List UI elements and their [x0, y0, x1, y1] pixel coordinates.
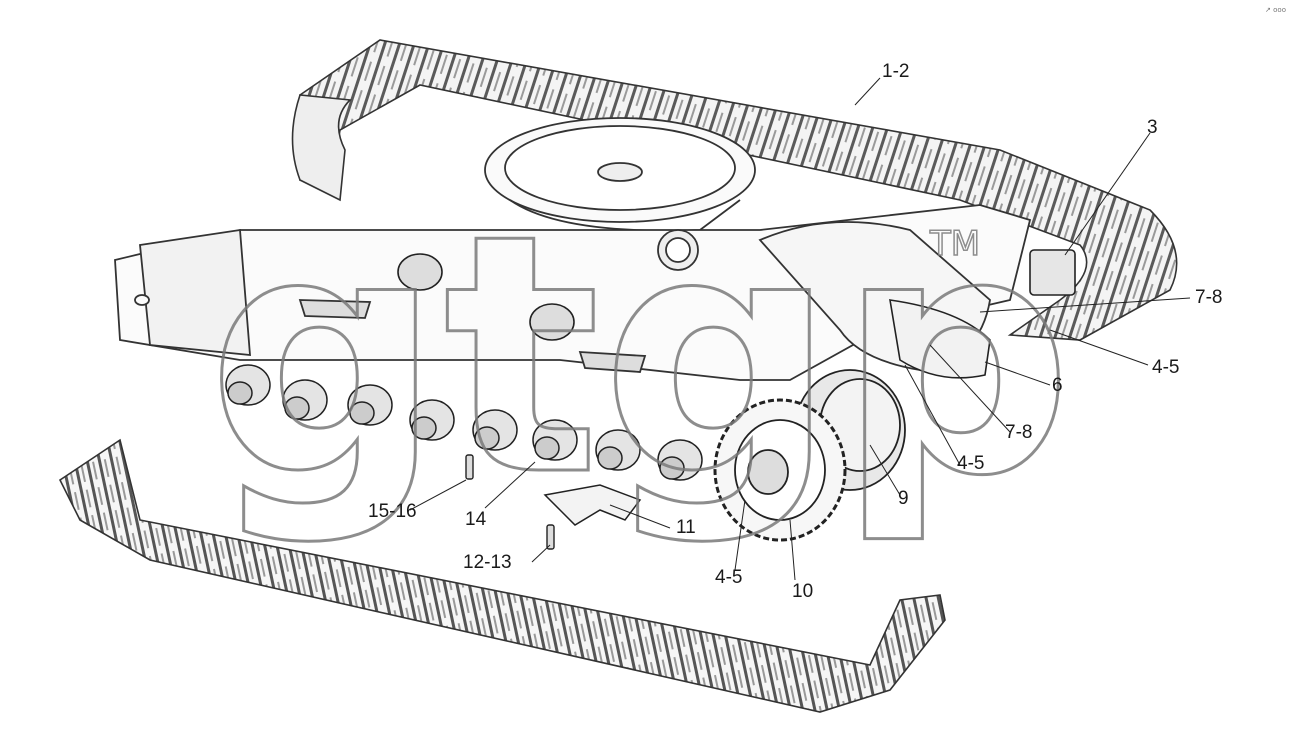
watermark: gtgp TM [205, 163, 1074, 550]
callout-12-13: 12-13 [463, 552, 512, 573]
callout-11: 11 [676, 517, 696, 538]
callout-6: 6 [1052, 375, 1063, 396]
callout-14: 14 [465, 509, 487, 530]
track-rollers [225, 364, 703, 481]
watermark-tm: TM [929, 224, 980, 264]
lower-track-chain [58, 438, 946, 713]
callout-7-8-right: 7-8 [1195, 287, 1223, 308]
track-frame [114, 204, 1032, 381]
corner-mark: ↗ ooo [1265, 6, 1286, 14]
callout-4-5-bottom: 4-5 [715, 567, 743, 588]
roller-guard-plate [543, 484, 642, 526]
leader-lines [409, 77, 1191, 581]
idler-assembly [889, 249, 1076, 379]
watermark-text: gtgp [207, 164, 1073, 548]
callout-15-16: 15-16 [368, 501, 417, 522]
upper-track-chain [291, 39, 1178, 341]
callout-3: 3 [1147, 117, 1158, 138]
swing-bearing-ring [484, 117, 756, 232]
drive-sprocket [713, 369, 906, 542]
callout-10: 10 [792, 581, 814, 602]
callout-4-5-right: 4-5 [1152, 357, 1180, 378]
callout-4-5-mid: 4-5 [957, 453, 985, 474]
callout-9: 9 [898, 488, 909, 509]
carrier-rollers [397, 253, 575, 341]
callout-1-2: 1-2 [882, 61, 910, 82]
callout-7-8-mid: 7-8 [1005, 422, 1033, 443]
bolts [465, 454, 555, 550]
